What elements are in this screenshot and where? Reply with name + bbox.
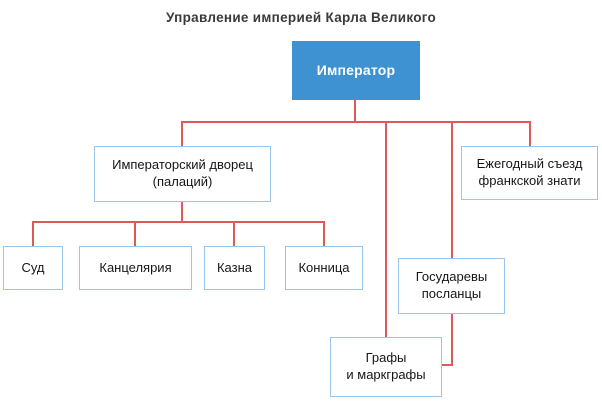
node-palace: Императорский дворец (палаций) xyxy=(94,146,271,202)
connector-emperor-down xyxy=(354,99,356,123)
connector-to-treasury xyxy=(233,221,235,247)
node-cavalry: Конница xyxy=(285,246,363,290)
connector-to-envoys xyxy=(451,121,453,259)
connector-to-counts xyxy=(385,121,387,338)
connector-palace-down xyxy=(181,201,183,223)
connector-to-congress xyxy=(529,121,531,147)
diagram-title: Управление империей Карла Великого xyxy=(165,10,437,25)
node-chancellery: Канцелярия xyxy=(79,246,192,290)
node-court: Суд xyxy=(3,246,63,290)
connector-to-cavalry xyxy=(323,221,325,247)
connector-main-horizontal xyxy=(181,121,531,123)
node-treasury: Казна xyxy=(204,246,265,290)
node-envoys: Государевы посланцы xyxy=(398,258,505,314)
connector-to-court xyxy=(32,221,34,247)
connector-palace-horizontal xyxy=(32,221,325,223)
connector-to-palace xyxy=(181,121,183,147)
node-counts: Графы и маркграфы xyxy=(330,337,442,397)
node-congress: Ежегодный съезд франкской знати xyxy=(461,146,598,200)
node-emperor: Император xyxy=(292,41,420,100)
connector-envoys-to-counts xyxy=(441,364,453,366)
connector-envoys-down xyxy=(451,313,453,366)
connector-to-chancellery xyxy=(134,221,136,247)
